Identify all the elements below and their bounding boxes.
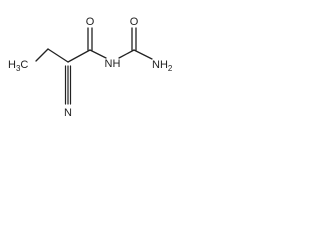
bond-carbonyl-oxygen-double (87, 27, 93, 51)
imide-nitrogen-label: NH (105, 58, 121, 70)
bond-urea-carbon-nh2 (133, 49, 153, 60)
methyl-label: H3C (8, 59, 28, 73)
carbonyl-oxygen-label: O (86, 16, 95, 28)
bond-carbonyl-nh (89, 49, 107, 59)
amine-label: NH2 (152, 59, 173, 73)
amide-oxygen-label: O (130, 16, 139, 28)
bond-ch-carbonyl (67, 49, 91, 63)
bond-urea-oxygen-double (131, 27, 137, 51)
chemical-structure: H3C O NH O NH2 N (8, 16, 173, 119)
bond-nh-urea-carbon (118, 49, 135, 59)
nitrile-nitrogen-label: N (64, 107, 72, 119)
bond-ethyl-ch3-ch2 (35, 48, 49, 62)
bond-ch2-ch (47, 48, 69, 63)
bond-nitrile-triple (64, 65, 72, 105)
